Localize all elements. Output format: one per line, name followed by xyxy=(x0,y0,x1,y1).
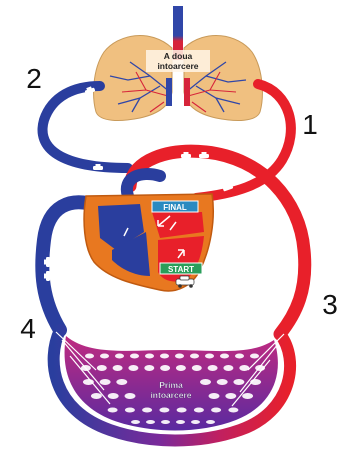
capillary-cell xyxy=(161,420,170,424)
capillary-cell xyxy=(223,365,233,371)
capillary-label-line1: Prima xyxy=(159,380,183,390)
capillary-cell xyxy=(176,420,185,424)
capillary-cell xyxy=(85,354,94,359)
capillary-cell xyxy=(144,365,154,371)
capillary-label-line2: intoarcere xyxy=(150,390,191,400)
capillary-cell xyxy=(97,365,107,371)
capillary-cell xyxy=(211,408,221,413)
capillary-cell xyxy=(235,354,244,359)
lung-label-line1: A doua xyxy=(164,51,193,61)
step-number-4: 4 xyxy=(20,313,36,344)
capillary-cell xyxy=(145,354,154,359)
capillary-cell xyxy=(228,408,238,413)
step-number-2: 2 xyxy=(26,63,42,94)
capillary-cell xyxy=(206,420,215,424)
capillary-cell xyxy=(100,354,109,359)
capillary-cell xyxy=(115,354,124,359)
step-number-1: 1 xyxy=(302,109,318,140)
capillary-cell xyxy=(125,393,136,399)
right-lung xyxy=(184,36,262,121)
capillary-cell xyxy=(242,393,253,399)
cell-car-icon xyxy=(272,110,281,121)
lungs: A doua intoarcere xyxy=(94,6,263,120)
capillary-cell xyxy=(176,365,186,371)
capillary-cell xyxy=(100,379,111,385)
capillary-cell xyxy=(159,408,169,413)
capillary-cell xyxy=(190,354,199,359)
capillary-cell xyxy=(131,420,140,424)
capillary-bed: Prima intoarcere xyxy=(54,330,290,441)
cell-car-icon xyxy=(61,166,71,172)
capillary-cell xyxy=(130,354,139,359)
capillary-cell xyxy=(113,365,123,371)
left-lung xyxy=(94,36,172,121)
final-label: FINAL xyxy=(163,203,187,212)
capillary-cell xyxy=(208,365,218,371)
capillary-cell xyxy=(233,379,244,385)
capillary-cell xyxy=(192,365,202,371)
capillary-cell xyxy=(220,354,229,359)
capillary-cell xyxy=(191,420,200,424)
capillary-cell xyxy=(160,365,170,371)
cell-car-icon xyxy=(290,251,296,261)
capillary-cell xyxy=(177,408,187,413)
start-label: START xyxy=(168,265,194,274)
capillary-cell xyxy=(194,408,204,413)
capillary-cell xyxy=(116,379,127,385)
step-number-3: 3 xyxy=(322,289,338,320)
capillary-cell xyxy=(209,393,220,399)
capillary-cell xyxy=(142,408,152,413)
capillary-cell xyxy=(160,354,169,359)
capillary-cell xyxy=(91,393,102,399)
capillary-cell xyxy=(239,365,249,371)
capillary-cell xyxy=(128,365,138,371)
capillary-cell xyxy=(175,354,184,359)
superior-vena-cava xyxy=(127,174,160,196)
capillary-cell xyxy=(205,354,214,359)
lung-label-line2: intoarcere xyxy=(157,61,198,71)
capillary-cell xyxy=(108,393,119,399)
capillary-cell xyxy=(108,408,118,413)
capillary-cell xyxy=(217,379,228,385)
capillary-cell xyxy=(250,354,259,359)
cell-car-icon xyxy=(268,127,274,137)
capillary-cell xyxy=(125,408,135,413)
cell-car-icon xyxy=(288,267,294,277)
capillary-cell xyxy=(146,420,155,424)
capillary-cell xyxy=(225,393,236,399)
